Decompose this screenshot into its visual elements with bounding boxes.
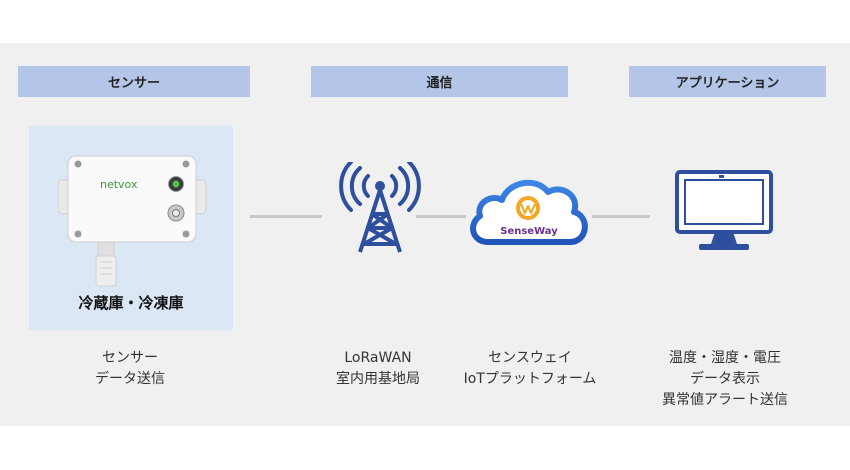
cloud-icon: SenseWay (470, 179, 588, 245)
connector-line (592, 215, 650, 218)
caption-line: センサー (102, 350, 158, 366)
senseway-logo: SenseWay (500, 226, 558, 237)
header-communication: 通信 (311, 66, 568, 97)
header-application: アプリケーション (629, 66, 826, 97)
sensor-title: 冷蔵庫・冷凍庫 (78, 294, 184, 312)
caption-platform: センスウェイ IoTプラットフォーム (460, 348, 600, 390)
caption-sensor: センサー データ送信 (60, 348, 200, 390)
header-sensor: センサー (18, 66, 250, 97)
caption-line: LoRaWAN (344, 350, 412, 366)
caption-line: 異常値アラート送信 (662, 392, 788, 408)
caption-application: 温度・湿度・電圧 データ表示 異常値アラート送信 (640, 348, 810, 411)
caption-line: 温度・湿度・電圧 (669, 350, 781, 366)
caption-line: 室内用基地局 (336, 371, 420, 387)
netvox-logo: netvox (100, 178, 138, 191)
caption-line: IoTプラットフォーム (463, 371, 597, 387)
caption-line: データ表示 (690, 371, 760, 387)
connector-line (416, 215, 466, 218)
connector-line (250, 215, 322, 218)
monitor-icon (675, 170, 773, 250)
radio-tower-icon (339, 162, 421, 253)
caption-line: センスウェイ (488, 350, 572, 366)
caption-line: データ送信 (95, 371, 165, 387)
sensor-device-image: netvox (58, 155, 207, 287)
caption-lorawan: LoRaWAN 室内用基地局 (308, 348, 448, 390)
